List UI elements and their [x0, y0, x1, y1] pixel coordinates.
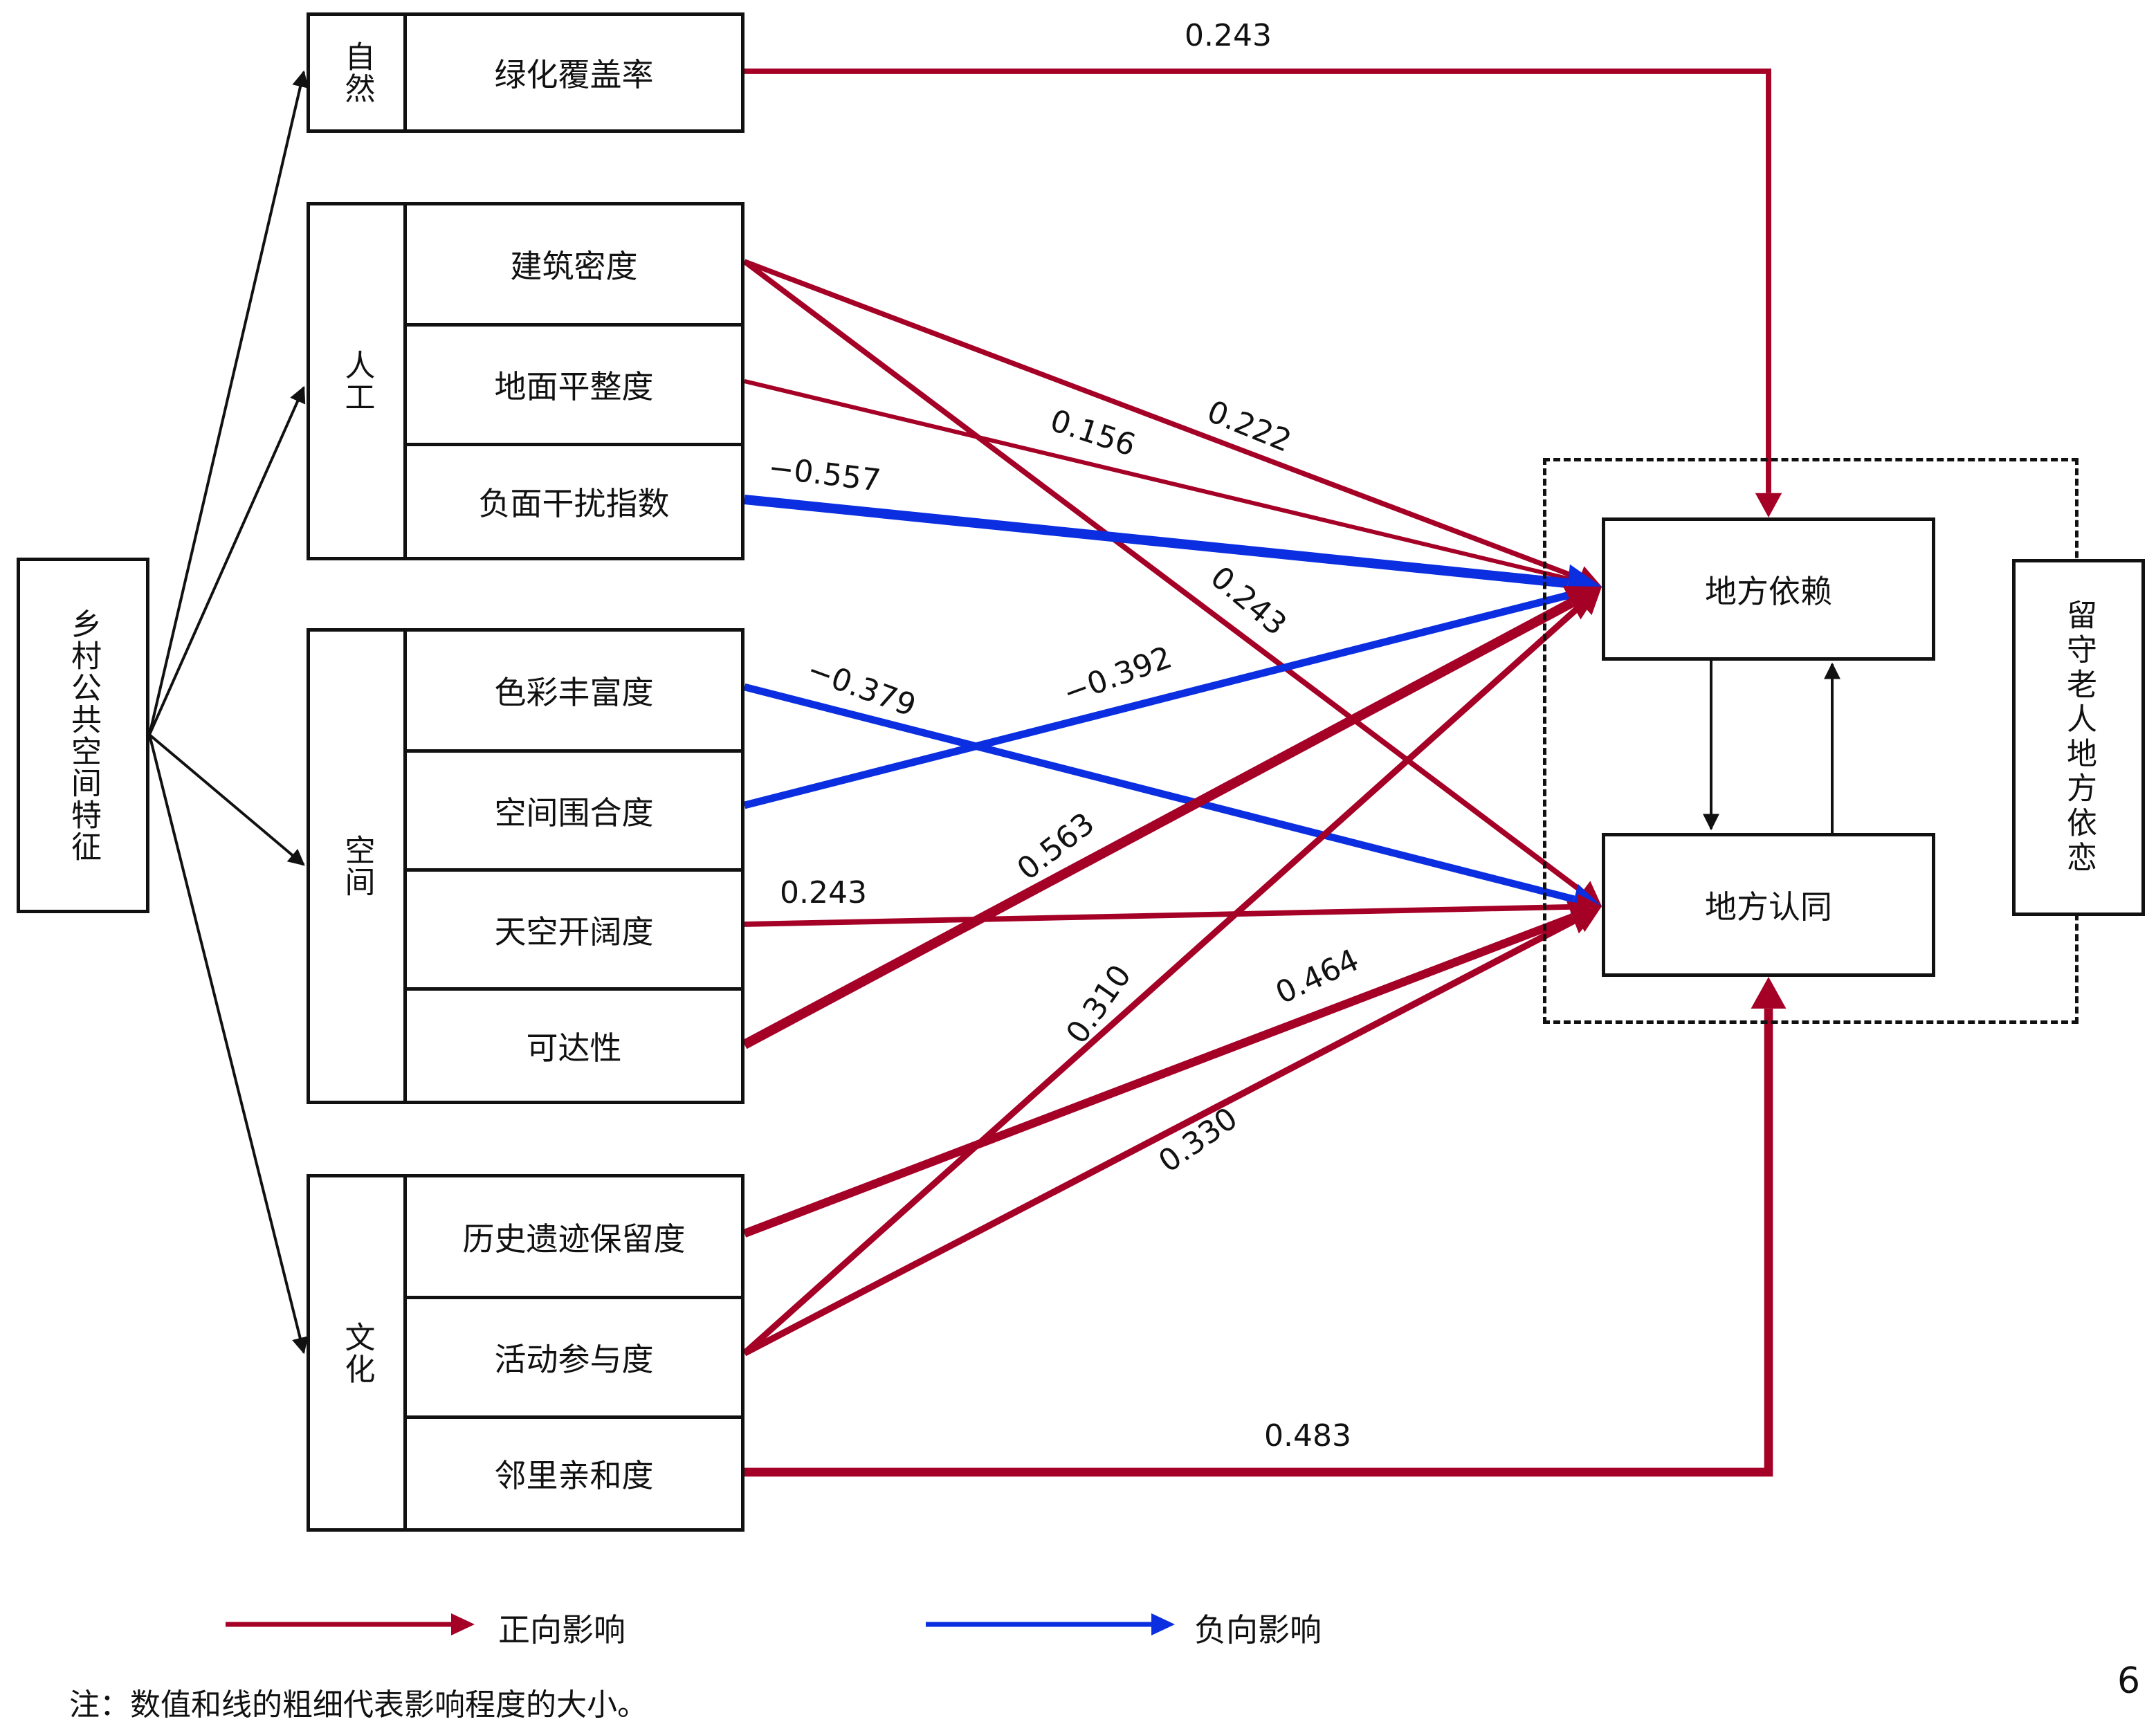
path-7-value-label: 0.243: [780, 875, 867, 910]
path-8-line: [742, 598, 1574, 1049]
indicator-accessibility: 可达性: [407, 987, 741, 1101]
indicator-negative-disturbance: 负面干扰指数: [407, 443, 741, 557]
path-2-value-label: 0.243: [1204, 560, 1293, 643]
indicator-ground-flatness: 地面平整度: [407, 323, 741, 443]
path-12-line: [744, 1008, 1773, 1477]
path-1-value-label: 0.222: [1202, 394, 1296, 459]
path-0-arrowhead: [1755, 493, 1782, 517]
legend-positive-label: 正向影响: [498, 1611, 625, 1649]
path-11-value-label: 0.330: [1152, 1101, 1243, 1180]
indicator-sky-openness: 天空开阔度: [407, 868, 741, 987]
attachment-label: 留守老人地方依恋: [2061, 599, 2096, 876]
indicator-green-coverage: 绿化覆盖率: [494, 56, 654, 93]
source-to-spatial-arrow: [148, 733, 305, 866]
category-cultural: 文化: [310, 1177, 407, 1528]
path-3-line: [744, 379, 1582, 584]
category-spatial: 空间: [310, 632, 407, 1101]
indicator-neighborhood-affinity: 邻里亲和度: [407, 1415, 741, 1528]
path-11-line: [742, 915, 1580, 1357]
category-artificial: 人工: [310, 205, 407, 557]
source-to-cultural-arrow: [148, 734, 309, 1355]
footnote: 注：数值和线的粗细代表影响程度的大小。: [69, 1687, 648, 1723]
group-cultural: 文化 历史遗迹保留度 活动参与度 邻里亲和度: [307, 1174, 744, 1532]
path-10-arrowhead: [1572, 587, 1602, 616]
indicator-building-density: 建筑密度: [510, 248, 638, 285]
indicator-color-richness: 色彩丰富度: [494, 674, 654, 711]
group-spatial: 空间 色彩丰富度 空间围合度 天空开阔度 可达性: [307, 628, 744, 1104]
path-1-line: [743, 259, 1581, 581]
outcome-place-attachment: 留守老人地方依恋: [2012, 559, 2145, 916]
group-artificial: 人工 建筑密度 地面平整度 负面干扰指数: [307, 202, 744, 560]
legend-positive-arrowhead: [451, 1613, 475, 1635]
indicator-activity-participation: 活动参与度: [407, 1296, 741, 1415]
path-3-value-label: 0.156: [1046, 403, 1140, 463]
outcome-place-identity: 地方认同: [1602, 833, 1935, 977]
path-5-value-label: −0.379: [803, 652, 920, 724]
legend-negative-label: 负向影响: [1194, 1611, 1322, 1649]
path-9-line: [742, 913, 1575, 1238]
path-11-arrowhead: [1571, 906, 1602, 933]
category-nature: 自然: [310, 16, 407, 129]
source-box: 乡村公共空间特征: [17, 558, 149, 913]
legend-negative-arrowhead: [1151, 1613, 1175, 1635]
path-2-line: [742, 259, 1584, 894]
path-4-line: [744, 494, 1569, 589]
source-label: 乡村公共空间特征: [66, 608, 101, 863]
path-0-value-label: 0.243: [1185, 18, 1272, 53]
indicator-spatial-enclosure: 空间围合度: [407, 749, 741, 868]
group-nature: 自然 绿化覆盖率: [307, 12, 744, 133]
outcome-place-dependence: 地方依赖: [1602, 517, 1935, 661]
path-12-value-label: 0.483: [1264, 1418, 1351, 1454]
path-4-value-label: −0.557: [767, 450, 883, 498]
page-number: 6: [2117, 1660, 2141, 1702]
path-5-line: [743, 683, 1575, 903]
source-to-nature-arrow: [148, 70, 309, 735]
source-to-artificial-arrow: [148, 385, 306, 735]
legend: [226, 1613, 1175, 1635]
path-6-line: [743, 590, 1575, 809]
indicator-heritage-preservation: 历史遗迹保留度: [462, 1220, 686, 1258]
path-12-arrowhead: [1751, 977, 1787, 1009]
path-7-line: [744, 904, 1578, 927]
path-10-line: [742, 602, 1584, 1356]
path-0-line: [744, 68, 1771, 493]
